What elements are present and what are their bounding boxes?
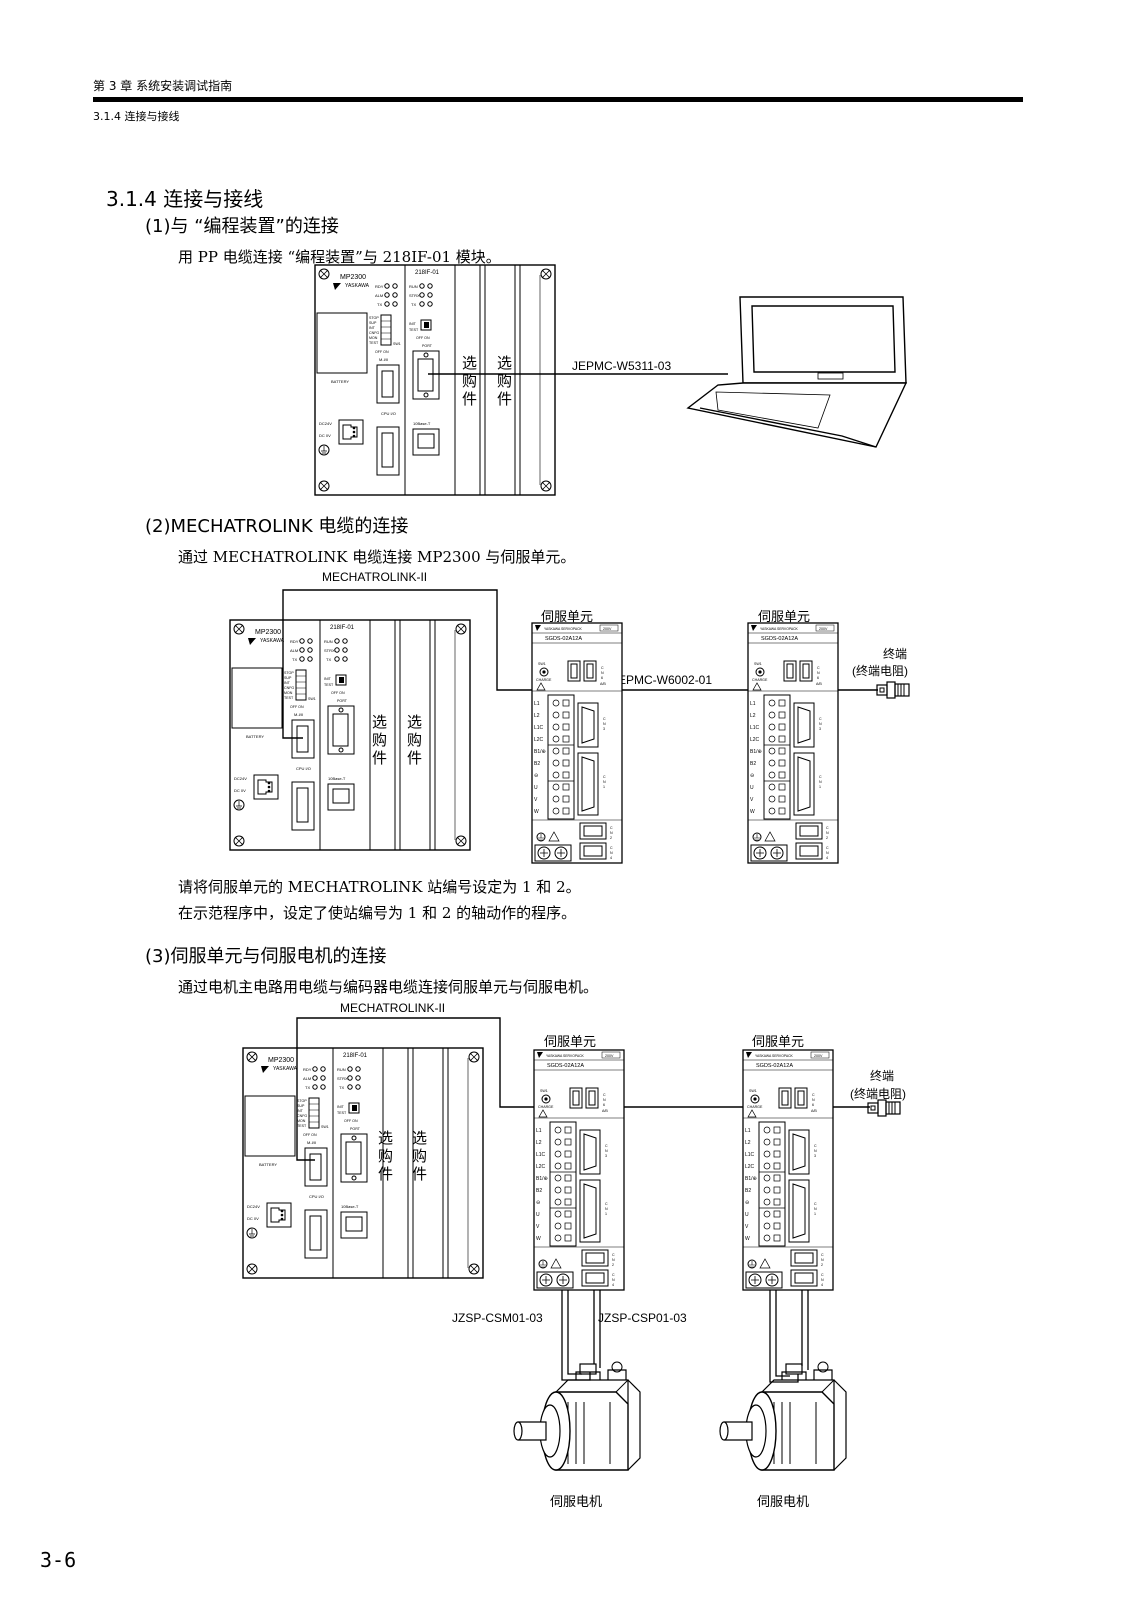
header-rule <box>93 97 1023 102</box>
controller-mp2300-2 <box>229 619 471 851</box>
svg-text:件: 件 <box>378 1166 393 1183</box>
mechatrolink-cable-2 <box>282 589 577 739</box>
subsection-3-text: 通过电机主电路用电缆与编码器电缆连接伺服单元与伺服电机。 <box>178 978 599 996</box>
svg-text:购: 购 <box>407 732 422 749</box>
svg-text:购: 购 <box>378 1148 393 1165</box>
subsection-3-heading: (3)伺服单元与伺服电机的连接 <box>145 946 387 967</box>
subsection-2-note-1: 请将伺服单元的 MECHATROLINK 站编号设定为 1 和 2。 <box>178 878 581 896</box>
motor-label-1: 伺服电机 <box>550 1494 602 1509</box>
svg-text:购: 购 <box>497 373 512 390</box>
terminator-label-2b: (终端电阻) <box>852 663 908 678</box>
subsection-1-heading: (1)与 “编程装置”的连接 <box>145 216 339 237</box>
mechatrolink-label-2: MECHATROLINK-II <box>322 570 427 584</box>
controller-mp2300-3 <box>242 1047 484 1279</box>
svg-text:选: 选 <box>407 714 422 731</box>
terminator-label-3b: (终端电阻) <box>850 1086 906 1101</box>
svg-text:购: 购 <box>462 373 477 390</box>
subsection-2-note-2: 在示范程序中，设定了使站编号为 1 和 2 的轴动作的程序。 <box>178 904 577 922</box>
chapter-header: 第 3 章 系统安装调试指南 <box>93 79 233 93</box>
option-slots-2: 选 购 件 选 购 件 <box>372 714 422 767</box>
servo-title-3b: 伺服单元 <box>752 1034 804 1049</box>
option-slots-3: 选 购 件 选 购 件 <box>378 1130 427 1183</box>
subsection-1-text: 用 PP 电缆连接 “编程装置”与 218IF-01 模块。 <box>178 248 501 266</box>
svg-text:选: 选 <box>497 355 512 372</box>
svg-text:购: 购 <box>372 732 387 749</box>
terminator-label-3a: 终端 <box>870 1068 894 1083</box>
servo-unit-2a <box>531 622 623 864</box>
option-slots-1: 选 购 件 选 购 件 <box>462 355 512 408</box>
motor-label-2: 伺服电机 <box>757 1494 809 1509</box>
cable-label-w5311: JEPMC-W5311-03 <box>572 359 671 373</box>
servo-title-3a: 伺服单元 <box>544 1034 596 1049</box>
servo-unit-3b <box>742 1049 834 1291</box>
servo-title-2b: 伺服单元 <box>758 609 810 624</box>
svg-text:件: 件 <box>407 750 422 767</box>
cable-label-csm: JZSP-CSM01-03 <box>452 1311 543 1325</box>
terminator-plug-3 <box>867 1099 901 1117</box>
svg-text:选: 选 <box>412 1130 427 1147</box>
svg-text:选: 选 <box>378 1130 393 1147</box>
terminator-label-2a: 终端 <box>883 646 907 661</box>
section-reference: 3.1.4 连接与接线 <box>93 110 180 123</box>
page-number: 3-6 <box>40 1548 77 1572</box>
mechatrolink-label-3: MECHATROLINK-II <box>340 1001 445 1015</box>
section-title: 3.1.4 连接与接线 <box>106 187 264 211</box>
mechatrolink-cable-3 <box>296 1017 578 1161</box>
svg-text:购: 购 <box>412 1148 427 1165</box>
servo-motor-1 <box>513 1361 641 1471</box>
cable-label-w6002: JEPMC-W6002-01 <box>612 673 712 687</box>
svg-text:选: 选 <box>462 355 477 372</box>
cable-label-csp: JZSP-CSP01-03 <box>598 1311 687 1325</box>
controller-mp2300-1 <box>314 264 556 496</box>
servo-unit-2b <box>747 622 839 864</box>
subsection-2-heading: (2)MECHATROLINK 电缆的连接 <box>145 516 409 537</box>
svg-text:件: 件 <box>412 1166 427 1183</box>
svg-text:件: 件 <box>497 391 512 408</box>
servo-unit-3a <box>533 1049 625 1291</box>
motor-cables <box>561 1290 809 1383</box>
servo-title-2a: 伺服单元 <box>541 609 593 624</box>
subsection-2-text: 通过 MECHATROLINK 电缆连接 MP2300 与伺服单元。 <box>178 548 576 566</box>
laptop <box>686 296 908 448</box>
svg-text:选: 选 <box>372 714 387 731</box>
svg-text:件: 件 <box>372 750 387 767</box>
svg-text:件: 件 <box>462 391 477 408</box>
terminator-plug-2 <box>876 681 910 699</box>
servo-motor-2 <box>719 1361 847 1471</box>
